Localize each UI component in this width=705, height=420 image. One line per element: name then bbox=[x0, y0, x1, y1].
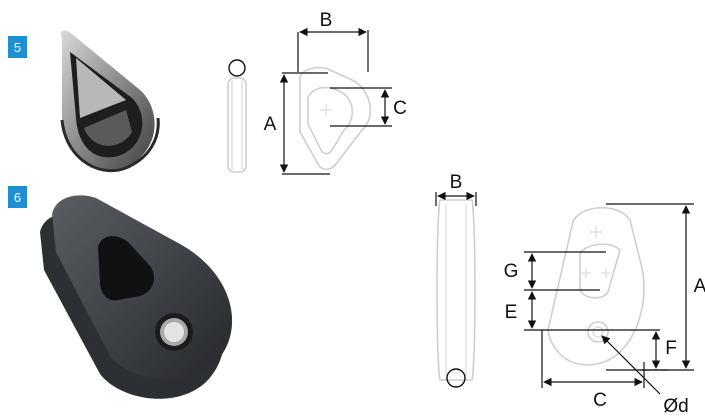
metal-thimble-photo bbox=[60, 30, 160, 173]
item-number-badge-5: 5 bbox=[8, 36, 27, 58]
dimension-c-label: C bbox=[593, 390, 607, 411]
dimension-c-label-top: C bbox=[393, 98, 407, 119]
thimble-dimensions bbox=[279, 27, 392, 175]
dimension-b-label-top: B bbox=[320, 10, 333, 31]
thimble-side-view bbox=[227, 59, 247, 173]
dimension-a-label-top: A bbox=[264, 114, 277, 135]
dimension-diameter-label: Ød bbox=[663, 396, 688, 417]
rubber-thimble-side-dimensions bbox=[435, 191, 477, 206]
thimble-front-view bbox=[299, 66, 371, 171]
rubber-thimble-front-view bbox=[547, 206, 645, 366]
dimension-a-label: A bbox=[694, 276, 705, 297]
dimension-g-label: G bbox=[504, 261, 519, 282]
rubber-thimble-photo bbox=[40, 195, 233, 399]
rubber-thimble-front-dimensions bbox=[524, 203, 694, 395]
dimension-f-label: F bbox=[665, 338, 677, 359]
item-number-badge-6: 6 bbox=[8, 186, 27, 208]
rubber-thimble-side-view bbox=[436, 199, 476, 388]
dimension-b-label: B bbox=[450, 172, 463, 193]
dimension-e-label: E bbox=[505, 302, 518, 323]
